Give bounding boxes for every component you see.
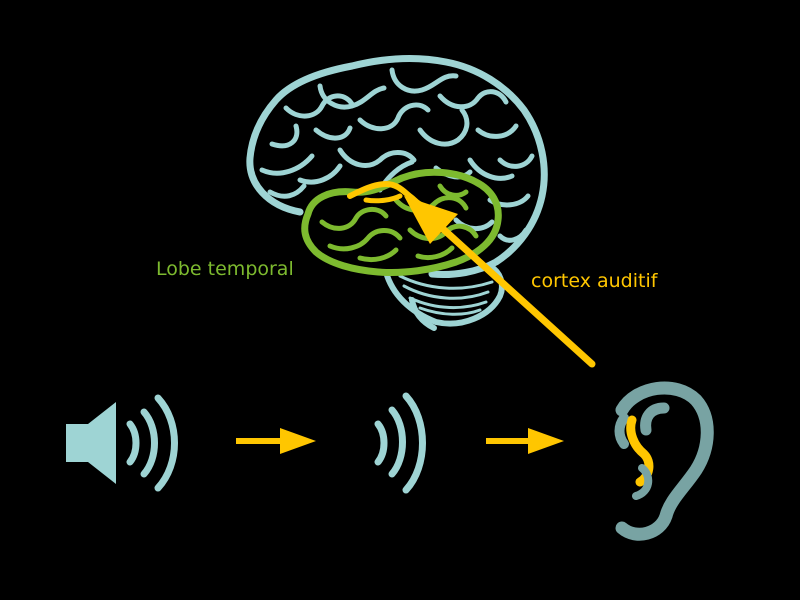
arrow-right-icon [236,428,316,454]
sound-waves-icon [374,392,426,494]
brain-icon [246,55,548,331]
auditory-cortex-label: cortex auditif [531,270,658,292]
ear-icon [614,381,714,541]
speaker-icon [66,394,178,492]
arrow-right-icon [486,428,564,454]
temporal-lobe-label: Lobe temporal [156,258,294,280]
temporal-lobe-outline [301,168,502,276]
arrow-ear-to-cortex [404,196,596,368]
